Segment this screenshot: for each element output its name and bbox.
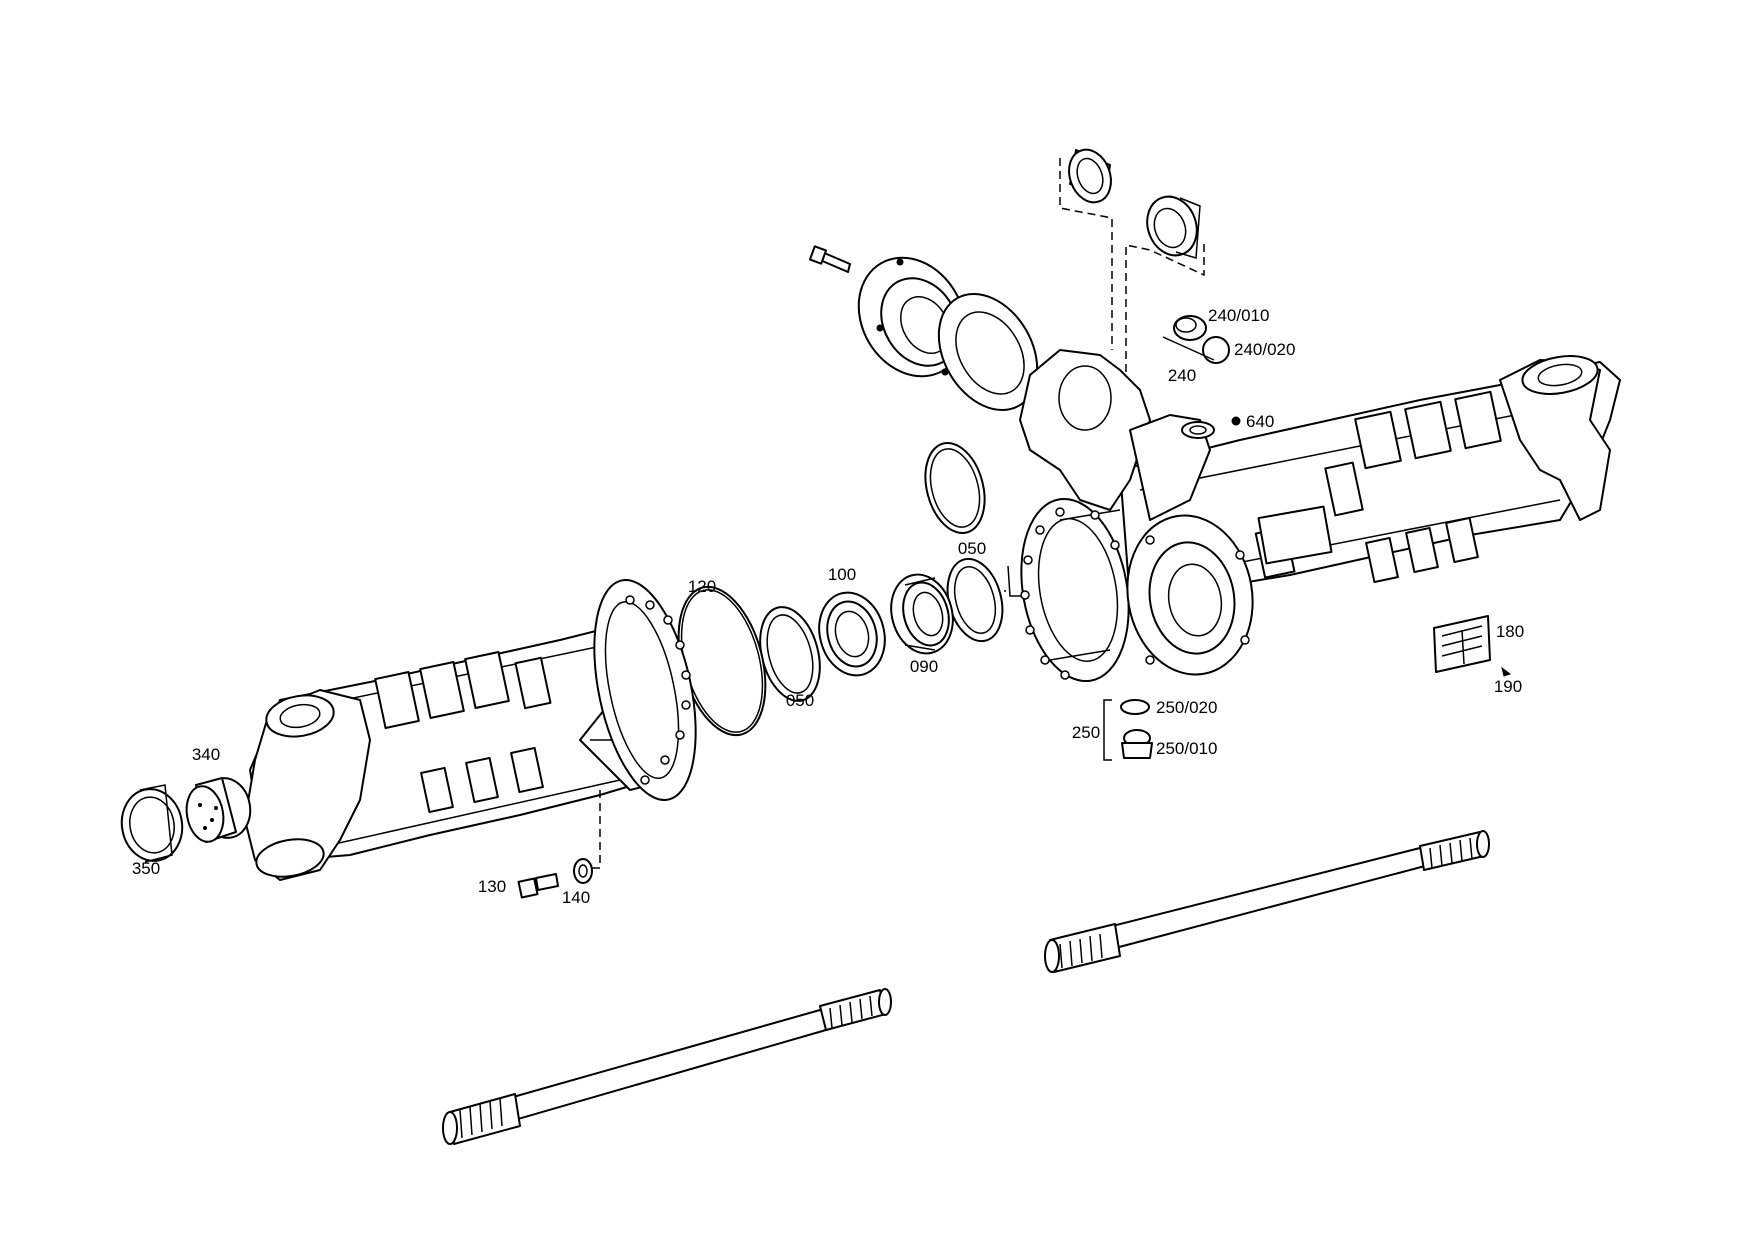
- callout-250-010: 250/010: [1156, 739, 1217, 758]
- bracket-240: [1162, 336, 1215, 361]
- grease-nipple-640: [1231, 416, 1241, 426]
- callout-350: 350: [132, 859, 160, 878]
- callout-190: 190: [1494, 677, 1522, 696]
- leader-130-140: [590, 790, 601, 869]
- callout-100: 100: [828, 565, 856, 584]
- bracket-250: [1103, 699, 1112, 761]
- left-axle-housing: [244, 579, 697, 881]
- screw-130: [517, 873, 559, 899]
- ring-240-020: [1202, 336, 1230, 364]
- nameplate-180: [1433, 615, 1491, 673]
- ring-250-020: [1120, 699, 1150, 715]
- bearing-100: [818, 591, 886, 677]
- callout-050-right: 050: [958, 539, 986, 558]
- axle-shaft-left: [442, 988, 892, 1145]
- axle-shaft-right: [1044, 830, 1490, 973]
- bushing-340: [185, 777, 252, 843]
- washer-140: [573, 858, 593, 884]
- callout-250-020: 250/020: [1156, 698, 1217, 717]
- callout-250: 250: [1072, 723, 1100, 742]
- callout-180: 180: [1496, 622, 1524, 641]
- callout-120: 120: [688, 577, 716, 596]
- lower-bushing-leader: [1125, 244, 1205, 420]
- rivet-190: [1501, 666, 1512, 677]
- lower-bushing: [1146, 195, 1201, 259]
- o-ring-120: [677, 585, 767, 737]
- callout-140: 140: [562, 888, 590, 907]
- callout-050-left: 050: [786, 691, 814, 710]
- flange-screw: [808, 245, 851, 273]
- callout-090: 090: [910, 657, 938, 676]
- bushing-350: [120, 784, 184, 863]
- callout-240: 240: [1168, 366, 1196, 385]
- callout-640: 640: [1246, 412, 1274, 431]
- plug-240-010: [1173, 315, 1207, 341]
- callout-130: 130: [478, 877, 506, 896]
- plug-250-010: [1121, 729, 1153, 759]
- upper-bushing: [1068, 148, 1112, 204]
- seal-ring-upper: [924, 441, 986, 535]
- callout-240-010: 240/010: [1208, 306, 1269, 325]
- bearing-090: [890, 573, 954, 655]
- callout-340: 340: [192, 745, 220, 764]
- right-axle-housing: [1019, 349, 1621, 683]
- flange-shim: [937, 292, 1039, 412]
- seal-ring-050-left: [759, 606, 821, 702]
- callout-240-020: 240/020: [1234, 340, 1295, 359]
